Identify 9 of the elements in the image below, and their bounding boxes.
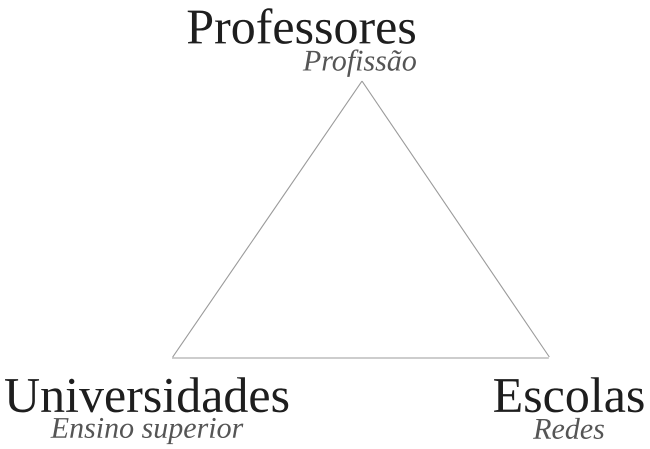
subtitle: Redes	[533, 418, 604, 439]
triangle-side	[172, 80, 362, 358]
heading: Professores	[188, 8, 415, 44]
heading: Universidades	[5, 377, 288, 412]
heading: Escolas	[494, 377, 644, 412]
subtitle: Ensino superior	[50, 418, 244, 444]
triangle-side	[172, 357, 549, 359]
triangle-side	[362, 80, 550, 358]
subtitle: Profissão	[302, 49, 416, 77]
